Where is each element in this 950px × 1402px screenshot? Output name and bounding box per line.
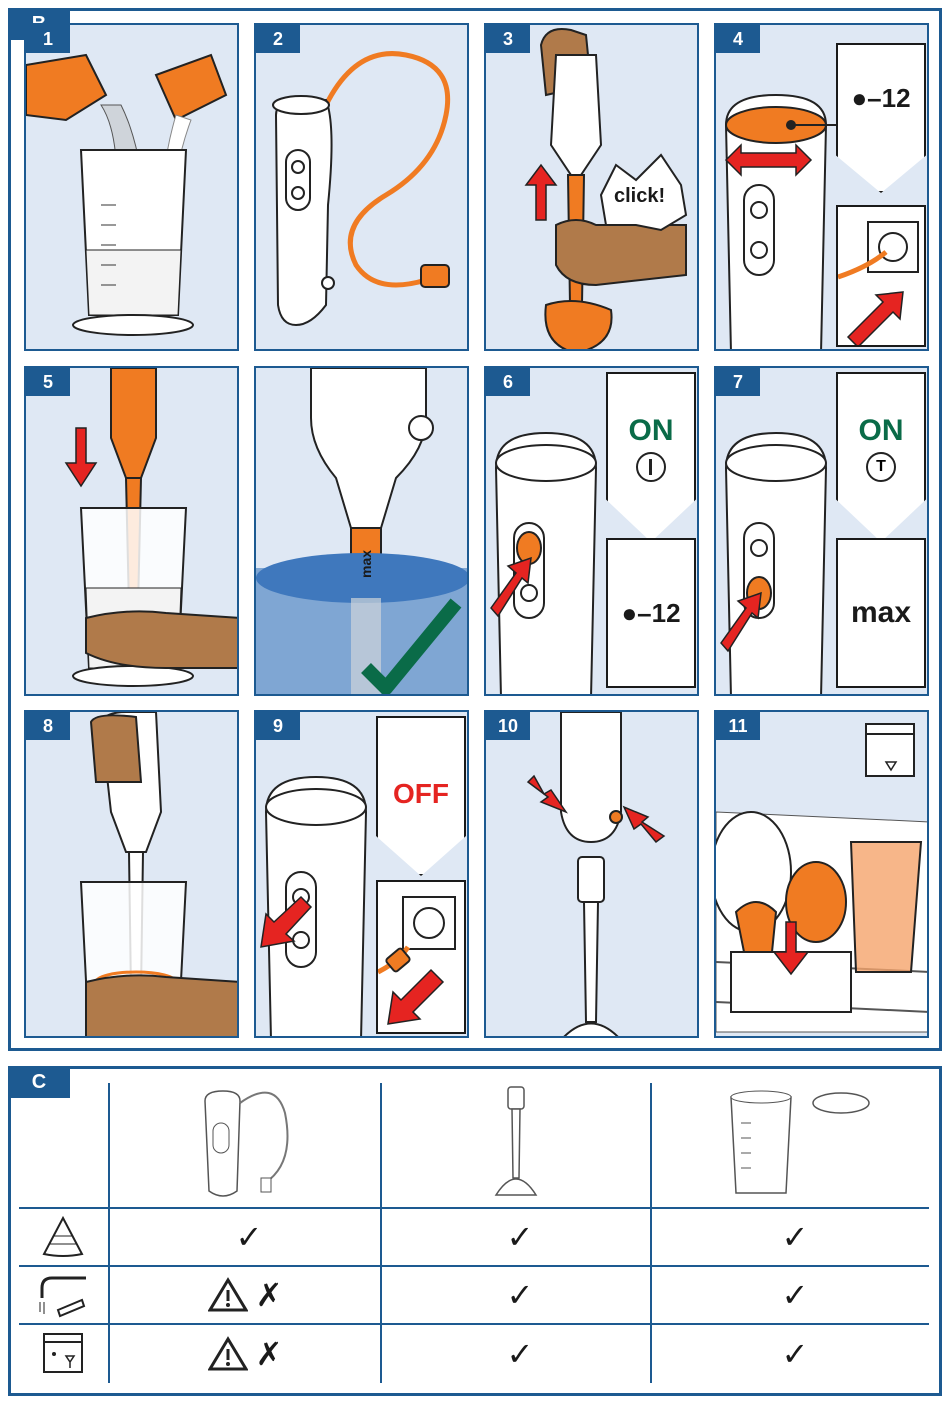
row-icon-wipe (19, 1209, 107, 1265)
step-number: 8 (26, 712, 70, 740)
power-i-icon (636, 452, 666, 482)
grid-line (19, 1323, 929, 1325)
step-number: 2 (256, 25, 300, 53)
turbo-t-icon: T (866, 452, 896, 482)
panel-8: 8 (24, 710, 239, 1038)
cell-shaft-wipe: ✓ (383, 1209, 649, 1265)
switch-turbo-illustration (720, 431, 828, 694)
speed-dial-illustration (724, 93, 836, 349)
unplug-callout (376, 880, 466, 1034)
attach-shaft-illustration (524, 28, 688, 349)
dishwasher-basket-illustration (716, 723, 927, 1033)
step-number: 6 (486, 368, 530, 396)
cross-mark: ✗ (255, 1276, 283, 1314)
switch-off-illustration (260, 775, 368, 1036)
wipe-cloth-icon (42, 1215, 84, 1257)
panel-5: 5 (24, 366, 239, 696)
max-callout: max (836, 538, 926, 688)
section-label: C (8, 1066, 70, 1098)
warning-icon (207, 1336, 248, 1371)
step-number: 3 (486, 25, 530, 53)
cell-motor-dishwasher: ✗ (111, 1325, 379, 1383)
check-mark: ✓ (506, 1276, 534, 1314)
warning-icon (207, 1277, 248, 1312)
off-callout: OFF (376, 716, 466, 876)
blending-illustration (79, 712, 237, 1036)
off-text: OFF (393, 778, 449, 809)
check-mark: ✓ (781, 1218, 809, 1256)
panel-9: 9 OFF (254, 710, 469, 1038)
grid-line (19, 1207, 929, 1209)
socket-plug-illustration (838, 221, 919, 345)
speed-callout: ●–12 (836, 43, 926, 193)
switch-on-speed-illustration (490, 431, 598, 694)
fill-beaker-illustration (26, 53, 228, 336)
max-label: max (358, 549, 374, 578)
check-mark: ✓ (506, 1218, 534, 1256)
dishwasher-icon (43, 1333, 83, 1373)
immerse-illustration (64, 368, 237, 687)
cell-motor-tap: ✗ (111, 1267, 379, 1323)
step-number: 10 (486, 712, 531, 740)
check-mark: ✓ (781, 1276, 809, 1314)
cross-mark: ✗ (255, 1335, 283, 1373)
beaker-lid-icon (730, 1090, 870, 1194)
click-label: click! (614, 185, 666, 207)
speed-text: ●–12 (621, 597, 681, 628)
panel-7: 7 ON T max (714, 366, 929, 696)
panel-3: 3 click! (484, 23, 699, 351)
motor-unit-icon (204, 1090, 289, 1197)
section-b: B 1 2 3 (8, 8, 942, 1051)
on-text: ON (858, 414, 904, 447)
panel-2: 2 (254, 23, 469, 351)
step-number: 4 (716, 25, 760, 53)
check-mark: ✓ (506, 1335, 534, 1373)
row-icon-dishwasher (19, 1325, 107, 1381)
grid-line (19, 1265, 929, 1267)
tap-water-icon (39, 1276, 86, 1318)
grid-line (380, 1083, 382, 1383)
grid-line (108, 1083, 110, 1383)
panel-1: 1 (24, 23, 239, 351)
speed-text: ●–12 (851, 82, 911, 113)
step-number: 5 (26, 368, 70, 396)
grid-line (650, 1083, 652, 1383)
cell-beaker-dishwasher: ✓ (653, 1325, 929, 1383)
release-shaft-illustration (526, 712, 666, 1036)
unplug-socket-illustration (378, 896, 456, 1025)
max-depth-illustration (256, 368, 467, 694)
blending-shaft-icon (494, 1086, 538, 1196)
motor-unit-image (111, 1079, 379, 1205)
speed-callout: ●–12 (606, 538, 696, 688)
blending-shaft-image (383, 1079, 649, 1205)
max-text: max (850, 596, 912, 629)
appliance-cable-illustration (272, 51, 451, 327)
panel-11: 11 (714, 710, 929, 1038)
cell-shaft-dishwasher: ✓ (383, 1325, 649, 1383)
plug-callout (836, 205, 926, 347)
on-text: ON (628, 414, 674, 447)
step-number: 7 (716, 368, 760, 396)
panel-6: 6 ON ●–12 (484, 366, 699, 696)
check-mark: ✓ (781, 1335, 809, 1373)
panel-4: 4 ●–12 (714, 23, 929, 351)
step-number: 9 (256, 712, 300, 740)
cell-beaker-wipe: ✓ (653, 1209, 929, 1265)
check-mark: ✓ (235, 1218, 263, 1256)
step-number: 1 (26, 25, 70, 53)
cell-motor-wipe: ✓ (111, 1209, 379, 1265)
cell-beaker-tap: ✓ (653, 1267, 929, 1323)
step-number: 11 (716, 712, 760, 740)
cell-shaft-tap: ✓ (383, 1267, 649, 1323)
beaker-image (653, 1079, 929, 1205)
row-icon-tap (19, 1267, 107, 1323)
panel-10: 10 (484, 710, 699, 1038)
panel-depth: max (254, 366, 469, 696)
section-c: C (8, 1066, 942, 1396)
